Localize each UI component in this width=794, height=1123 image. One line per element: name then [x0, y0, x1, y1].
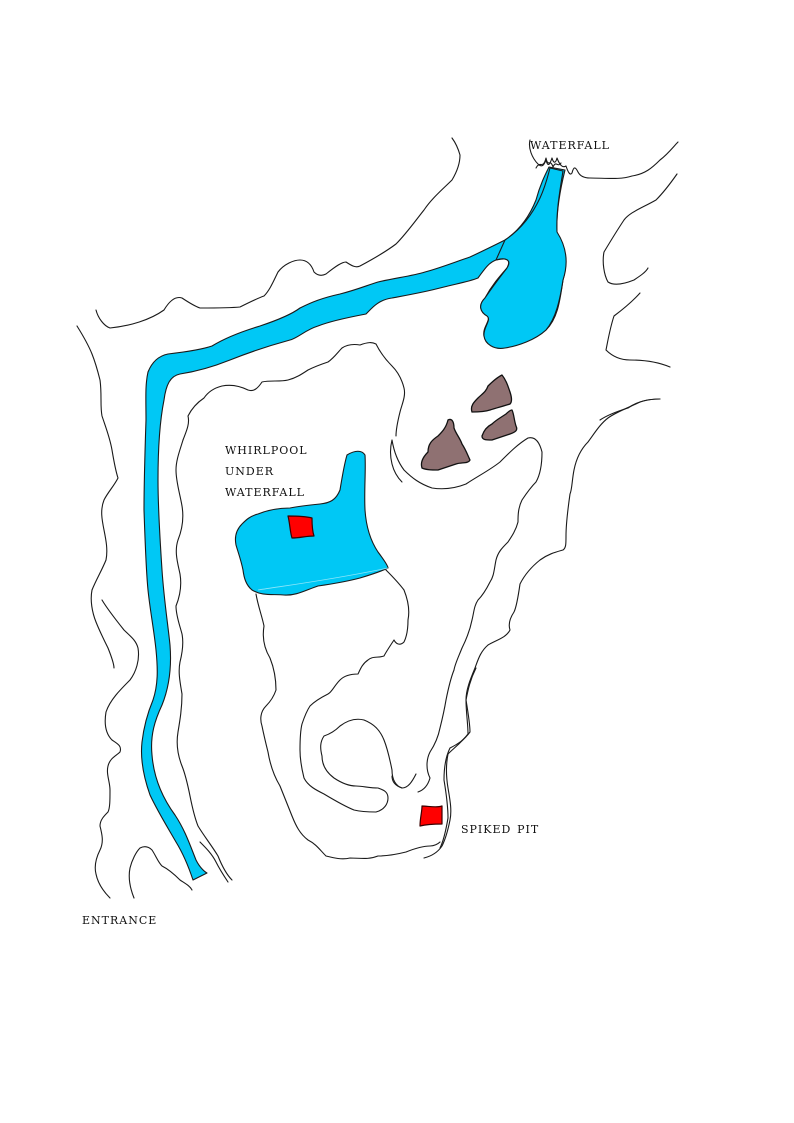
cave-wall-river-right-bank	[175, 439, 233, 881]
cave-wall-central-right	[389, 439, 403, 483]
cave-wall-waterfall-spikes	[535, 157, 562, 169]
cave-wall-right-outer	[439, 398, 661, 849]
label-whirlpool-line3: waterfall	[225, 482, 305, 500]
label-waterfall: waterfall	[530, 135, 610, 153]
rock-formation-large	[420, 418, 471, 471]
spiked-pit-marker	[419, 805, 443, 827]
cave-wall-entrance-right	[199, 841, 229, 883]
whirlpool-trap-marker	[287, 515, 315, 539]
cave-wall-south-loop-inner	[320, 718, 417, 789]
cave-wall-right-inner	[391, 437, 543, 793]
cave-wall-upper-outer	[95, 137, 461, 329]
label-spiked-pit: spiked pit	[461, 819, 540, 837]
cave-wall-south-loop-mid	[299, 569, 410, 813]
cave-wall-right-upper	[602, 173, 678, 285]
cave-wall-entrance-spur	[128, 846, 193, 899]
cave-wall-south-loop-outer	[255, 593, 441, 860]
label-whirlpool-line1: whirlpool	[225, 440, 308, 458]
cave-wall-right-middle	[605, 292, 671, 368]
rock-formation-small	[481, 409, 518, 441]
cave-wall-left-outer	[76, 325, 119, 669]
cave-wall-spiked-pit-right	[423, 667, 477, 859]
whirlpool-highlight	[257, 567, 389, 591]
cave-wall-central-top	[182, 342, 406, 441]
cave-wall-south-loop-connector	[391, 775, 403, 789]
cave-wall-left-outer-lower	[94, 599, 140, 899]
underground-river	[140, 166, 567, 881]
label-entrance: entrance	[82, 910, 158, 928]
upper-pool	[480, 167, 567, 349]
label-whirlpool-line2: under	[225, 461, 275, 479]
rock-formation-upper	[470, 374, 513, 413]
